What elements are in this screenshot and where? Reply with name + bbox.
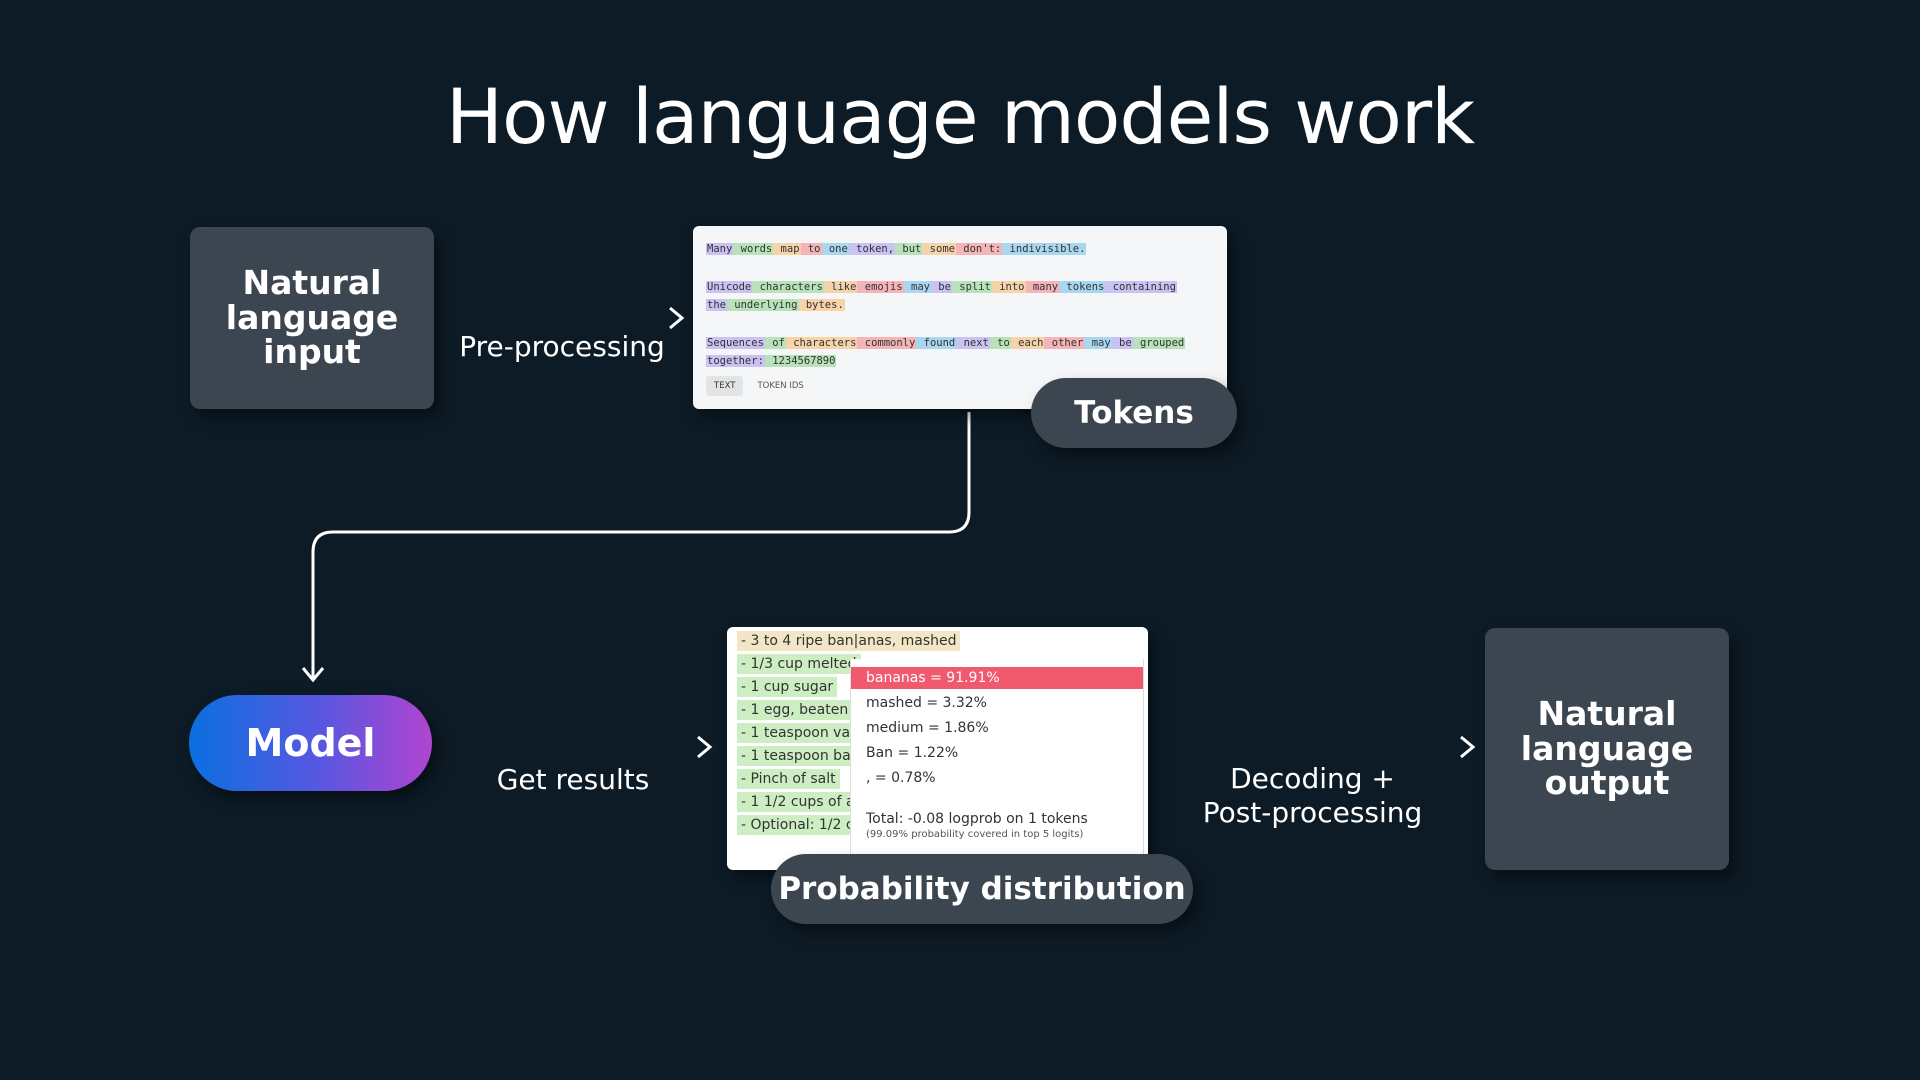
token: Unicode — [706, 281, 753, 293]
token: underlying — [726, 299, 799, 311]
token: many — [1025, 281, 1060, 293]
recipe-line: - 1 cup sugar — [737, 677, 838, 697]
arrow-preprocessing — [437, 306, 685, 330]
candidate-item: medium = 1.86% — [866, 720, 989, 736]
token: containing — [1105, 281, 1177, 293]
token: may — [903, 281, 931, 293]
token: map — [773, 243, 801, 255]
probability-label: Probability distribution — [778, 871, 1186, 907]
token: of — [764, 337, 786, 349]
token-view-tabs: TEXT TOKEN IDS — [706, 376, 812, 396]
token: other — [1044, 337, 1085, 349]
tab-text: TEXT — [706, 376, 744, 396]
token: to — [800, 243, 822, 255]
recipe-line: - Optional: 1/2 c — [737, 815, 858, 835]
token: together: — [706, 355, 765, 367]
recipe-line: - 1 1/2 cups of al — [737, 792, 863, 812]
token-line-3: the underlying bytes. — [706, 297, 845, 314]
tokens-label-pill: Tokens — [1031, 378, 1237, 448]
token: like — [823, 281, 858, 293]
token: may — [1084, 337, 1112, 349]
tokens-label: Tokens — [1074, 395, 1194, 431]
preprocessing-label: Pre-processing — [459, 330, 665, 363]
token: commonly — [857, 337, 917, 349]
token: into — [991, 281, 1026, 293]
page-title: How language models work — [445, 72, 1475, 161]
candidate-item-selected: bananas = 91.91% — [851, 667, 1143, 689]
natural-language-output-box: Natural language output — [1485, 628, 1729, 870]
model-label: Model — [245, 721, 376, 765]
token-line-2: Unicode characters like emojis may be sp… — [706, 279, 1177, 296]
token: Many — [706, 243, 734, 255]
token: but — [895, 243, 923, 255]
token: be — [930, 281, 952, 293]
recipe-line: - 1 teaspoon bal — [737, 746, 859, 766]
candidate-item: , = 0.78% — [866, 770, 936, 786]
token: words — [733, 243, 774, 255]
get-results-label: Get results — [496, 763, 650, 796]
token: some — [922, 243, 956, 255]
natural-language-input-box: Natural language input — [190, 227, 434, 409]
token: token, — [848, 243, 896, 255]
model-node: Model — [189, 695, 432, 791]
candidate-item: Ban = 1.22% — [866, 745, 959, 761]
recipe-line: - 3 to 4 ripe ban|anas, mashed — [737, 631, 961, 651]
token-line-4: Sequences of characters commonly found n… — [706, 335, 1186, 352]
logprob-total: Total: -0.08 logprob on 1 tokens — [866, 811, 1088, 827]
token: next — [956, 337, 990, 349]
token: bytes. — [798, 299, 845, 311]
token: characters — [752, 281, 824, 293]
token: Sequences — [706, 337, 765, 349]
token: be — [1111, 337, 1133, 349]
token: 1234567890 — [764, 355, 837, 367]
token: emojis — [857, 281, 904, 293]
candidate-item: mashed = 3.32% — [866, 695, 987, 711]
token: don't: — [955, 243, 1003, 255]
decoding-label: Decoding + Post-processing — [1202, 762, 1423, 829]
token: characters — [785, 337, 858, 349]
output-label: Natural language output — [1520, 693, 1694, 803]
logprob-note: (99.09% probability covered in top 5 log… — [866, 829, 1084, 840]
token-line-5: together: 1234567890 — [706, 353, 837, 370]
tab-token-ids: TOKEN IDS — [757, 381, 804, 391]
probability-label-pill: Probability distribution — [771, 854, 1193, 924]
recipe-line: - 1 egg, beaten — [737, 700, 853, 720]
probability-screenshot: - 3 to 4 ripe ban|anas, mashed - 1/3 cup… — [727, 627, 1148, 870]
token: indivisible. — [1002, 243, 1087, 255]
recipe-line: - 1/3 cup melted — [737, 654, 861, 674]
token: each — [1010, 337, 1045, 349]
logprob-popup: bananas = 91.91% mashed = 3.32% medium =… — [850, 659, 1144, 870]
token: one — [821, 243, 849, 255]
token: grouped — [1132, 337, 1186, 349]
recipe-line: - Pinch of salt — [737, 769, 840, 789]
token: the — [706, 299, 727, 311]
token: found — [916, 337, 957, 349]
token-line-1: Many words map to one token, but some do… — [706, 241, 1087, 258]
arrow-tokens-to-model — [301, 412, 971, 683]
token: tokens — [1059, 281, 1106, 293]
input-label: Natural language input — [225, 262, 399, 372]
token: to — [989, 337, 1011, 349]
recipe-line: - 1 teaspoon var — [737, 723, 860, 743]
arrow-get-results — [435, 735, 713, 759]
arrow-decoding — [1152, 735, 1476, 759]
token: split — [951, 281, 992, 293]
